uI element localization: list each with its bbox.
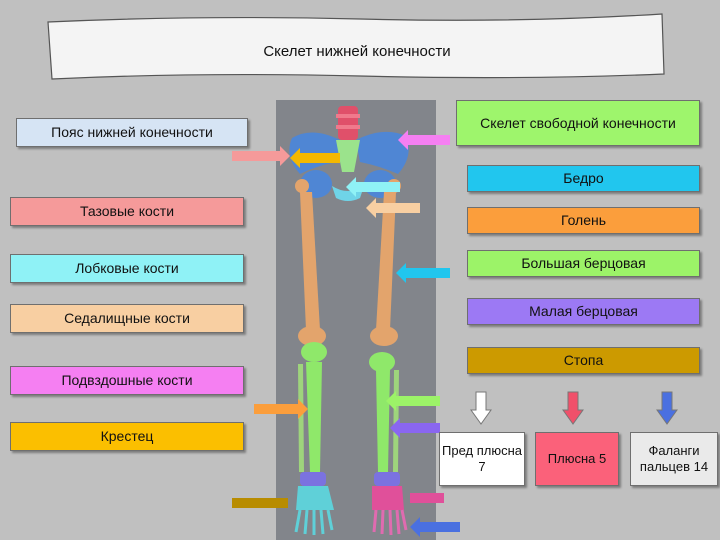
box-shin: Голень	[467, 207, 700, 234]
box-ischial-bones: Седалищные кости	[10, 304, 244, 333]
label-sacrum: Крестец	[100, 428, 154, 445]
right-metatarsals	[372, 486, 404, 510]
arrow-foot	[232, 498, 288, 508]
label-pelvic-girdle: Пояс нижней конечности	[51, 124, 213, 141]
foot-down-arrow-2	[562, 391, 584, 425]
label-foot: Стопа	[563, 352, 604, 369]
label-femur: Бедро	[563, 170, 604, 187]
sacrum	[336, 140, 360, 172]
title-banner	[47, 13, 665, 80]
label-fibula: Малая берцовая	[529, 303, 638, 320]
box-phalanges: Фаланги пальцев 14	[630, 432, 718, 486]
arrow-ilium-right	[366, 198, 420, 218]
box-pubic-bones: Лобковые кости	[10, 254, 244, 283]
box-pelvic-bones: Тазовые кости	[10, 197, 244, 226]
label-metatarsus: Плюсна 5	[547, 451, 607, 467]
skeleton-illustration	[276, 100, 436, 540]
label-phalanges: Фаланги пальцев 14	[639, 443, 709, 474]
box-sacrum: Крестец	[10, 422, 244, 451]
label-iliac-bones: Подвздошные кости	[61, 372, 193, 389]
label-ischial-bones: Седалищные кости	[64, 310, 190, 327]
arrow-fibula	[390, 418, 440, 438]
left-femur	[300, 192, 320, 330]
box-iliac-bones: Подвздошные кости	[10, 366, 244, 395]
label-tarsus: Пред плюсна 7	[442, 443, 522, 474]
arrow-metatarsus	[410, 493, 444, 503]
arrow-tibia	[386, 391, 440, 411]
left-fibula	[298, 364, 304, 472]
box-pelvic-girdle: Пояс нижней конечности	[16, 118, 248, 147]
arrow-phalanges	[410, 517, 460, 537]
foot-down-arrow-1	[470, 391, 492, 425]
right-tibia	[376, 370, 390, 472]
foot-down-arrow-3	[656, 391, 678, 425]
right-femur	[376, 192, 396, 330]
arrow-free-limb	[398, 130, 450, 150]
arrow-ischium	[254, 399, 308, 419]
box-fibula: Малая берцовая	[467, 298, 700, 325]
arrow-pelvic-girdle	[232, 146, 290, 166]
label-tibia: Большая берцовая	[521, 255, 646, 272]
label-pubic-bones: Лобковые кости	[75, 260, 179, 277]
box-free-limb-skeleton: Скелет свободной конечности	[456, 100, 700, 146]
box-tibia: Большая берцовая	[467, 250, 700, 277]
box-metatarsus: Плюсна 5	[535, 432, 619, 486]
right-ilium	[356, 131, 409, 174]
box-tarsus: Пред плюсна 7	[439, 432, 525, 486]
arrow-pubic	[346, 177, 400, 197]
left-tibia	[306, 362, 322, 472]
left-metatarsals	[296, 486, 334, 510]
label-pelvic-bones: Тазовые кости	[79, 203, 175, 220]
page-title: Скелет нижней конечности	[263, 42, 451, 60]
box-femur: Бедро	[467, 165, 700, 192]
arrow-sacrum	[290, 148, 340, 168]
arrow-femur	[396, 263, 450, 283]
label-free-limb-skeleton: Скелет свободной конечности	[480, 114, 676, 131]
box-foot: Стопа	[467, 347, 700, 374]
label-shin: Голень	[560, 212, 607, 229]
